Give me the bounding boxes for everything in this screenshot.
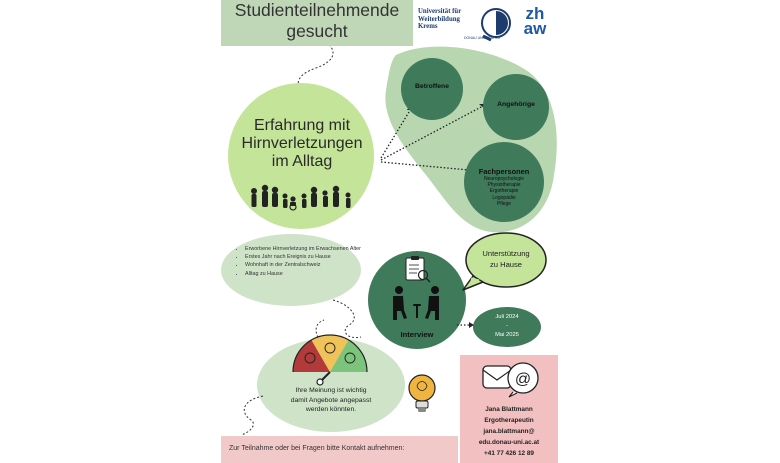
period-separator: - (506, 323, 508, 329)
group-fachpersonen: Fachpersonen Neuropsychologie Physiother… (466, 167, 542, 207)
fachpersonen-list: Neuropsychologie Physiotherapie Ergother… (466, 176, 542, 207)
criteria-item: Erstes Jahr nach Ereignis zu Hause (245, 253, 373, 261)
contact-name: Jana Blattmann (485, 406, 533, 413)
main-heading: Erfahrung mit Hirnverletzungen im Alltag (241, 117, 363, 170)
contact-cta: Zur Teilnahme oder bei Fragen bitte Kont… (229, 445, 405, 452)
poster-graphics (221, 41, 557, 436)
contact-email-2[interactable]: edu.donau-uni.ac.at (478, 439, 540, 446)
betroffene-circle (401, 58, 463, 120)
contact-mail-icon: @ (482, 362, 539, 398)
criteria-item: Erworbene Hirnverletzung im Erwachsenen … (245, 245, 373, 253)
speech-text: Unterstützung zu Hause (482, 249, 530, 269)
svg-text:@: @ (515, 371, 531, 388)
contact-email-1[interactable]: jana.blattmann@ (483, 428, 535, 435)
opinion-text: Ihre Meinung ist wichtig damit Angebote … (290, 387, 372, 413)
fachpersonen-item: Pflege (496, 200, 512, 207)
speech-bubble-icon (462, 232, 547, 291)
logo-uwk: Universität für Weiterbildung Krems (418, 8, 462, 30)
poster: Studienteilnehmende gesucht Universität … (221, 0, 558, 463)
criteria-list: Erworbene Hirnverletzung im Erwachsenen … (237, 245, 373, 278)
period-start: Juli 2024 (495, 314, 519, 320)
contact-role: Ergotherapeutin (484, 417, 534, 424)
criteria-item: Alltag zu Hause (245, 270, 373, 278)
fachpersonen-title: Fachpersonen (478, 167, 530, 176)
interview-label: Interview (400, 330, 434, 339)
period-end: Mai 2025 (495, 332, 519, 338)
criteria-item: Wohnhaft in der Zentralschweiz (245, 261, 373, 269)
page-title: Studienteilnehmende gesucht (234, 0, 400, 41)
fachpersonen-circle (464, 142, 544, 222)
interview-icon (393, 286, 439, 320)
logo-donau-text: DONAU UNIVERSITÄT (464, 36, 501, 40)
interview-circle (368, 251, 466, 349)
fachpersonen-item: Ergotherapie (489, 188, 519, 195)
period-ellipse (473, 307, 541, 347)
criteria-ellipse (221, 234, 361, 306)
people-silhouette-icon (251, 184, 351, 211)
contact-band (221, 436, 458, 463)
rating-gauge-icon (292, 334, 368, 386)
contact-phone[interactable]: +41 77 426 12 89 (484, 450, 534, 457)
fachpersonen-item: Logopädie (492, 194, 516, 201)
logo-donau-icon (481, 8, 511, 42)
title-band (221, 0, 413, 46)
group-betroffene: Betroffene (415, 83, 449, 90)
clipboard-icon (405, 256, 431, 283)
group-angehoerige: Angehörige (497, 101, 535, 108)
angehoerige-circle (483, 74, 549, 140)
connector-groups (380, 105, 484, 171)
lightbulb-icon (408, 374, 436, 412)
fachpersonen-item: Physiotherapie (487, 182, 521, 189)
logo-zhaw: zh aw (523, 4, 547, 38)
fachpersonen-item: Neuropsychologie (483, 176, 525, 182)
interview-period: Juli 2024 - Mai 2025 (475, 313, 539, 340)
